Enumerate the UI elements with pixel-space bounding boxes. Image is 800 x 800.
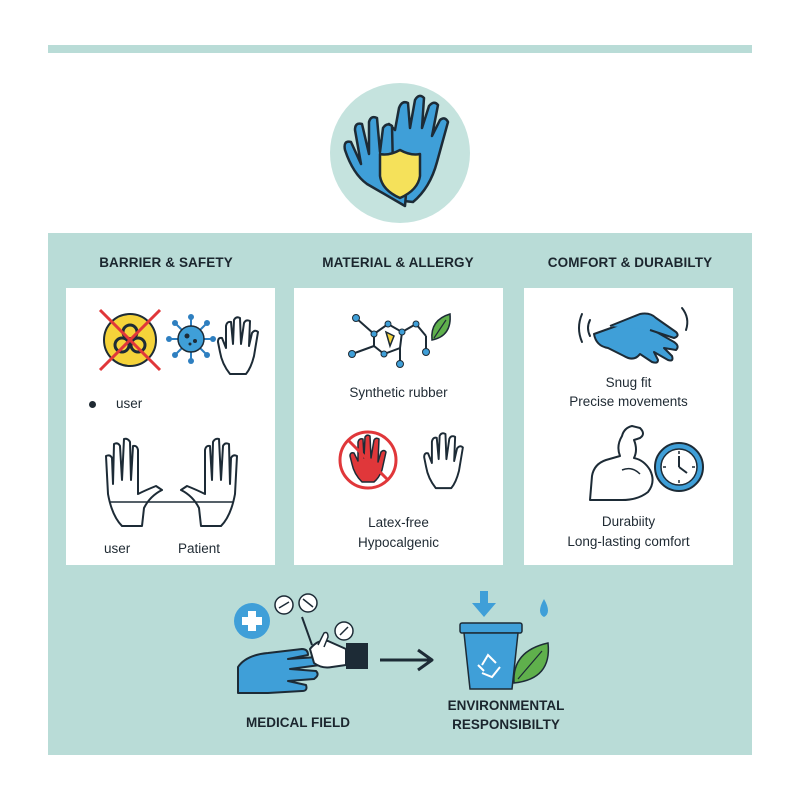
precise-movements-label: Precise movements [569, 394, 688, 409]
clock-icon [654, 442, 704, 492]
molecule-icon [348, 313, 451, 368]
environmental-label-line1: ENVIRONMENTAL [447, 698, 565, 713]
user-label: user [116, 396, 143, 411]
card-comfort-durability: Snug fit Precise movements Durabiity Lon… [524, 288, 733, 565]
medical-field-label: MEDICAL FIELD [246, 715, 350, 730]
hands-user-label: user [104, 541, 131, 556]
environmental-label-line2: RESPONSIBILTY [452, 717, 560, 732]
snug-fit-label: Snug fit [605, 375, 652, 390]
top-divider-bar [48, 45, 752, 53]
section-title-comfort: COMFORT & DURABILTY [547, 255, 713, 270]
two-hands-outline-icon [105, 437, 238, 527]
long-lasting-comfort-label: Long-lasting comfort [567, 534, 690, 549]
arrow-right-icon [380, 648, 434, 672]
hand-outline-icon [423, 432, 464, 490]
durability-label: Durabiity [601, 514, 656, 529]
medical-field-icon [234, 593, 368, 694]
gloved-hands-motion-icon [578, 307, 689, 364]
hypoallergenic-label: Hypocalgenic [357, 535, 440, 550]
latex-free-label: Latex-free [368, 515, 429, 530]
card-material-allergy: Synthetic rubber Latex-free Hypocalgenic [294, 288, 503, 565]
latex-prohibited-icon [338, 430, 398, 490]
gloves-shield-icon [330, 83, 470, 223]
bullet-dot [89, 401, 96, 408]
section-title-material: MATERIAL & ALLERGY [322, 255, 474, 270]
section-title-barrier: BARRIER & SAFETY [99, 255, 233, 270]
synthetic-rubber-label: Synthetic rubber [349, 385, 448, 400]
biohazard-prohibited-icon [98, 308, 162, 372]
features-panel: BARRIER & SAFETY MATERIAL & ALLERGY COMF… [48, 233, 752, 755]
hand-outline-icon [217, 316, 259, 375]
recycling-bin-icon [459, 591, 550, 690]
card-barrier-safety: user user Patient [66, 288, 275, 565]
hands-patient-label: Patient [178, 541, 221, 556]
flexed-arm-icon [589, 425, 654, 501]
virus-icon [166, 314, 216, 364]
